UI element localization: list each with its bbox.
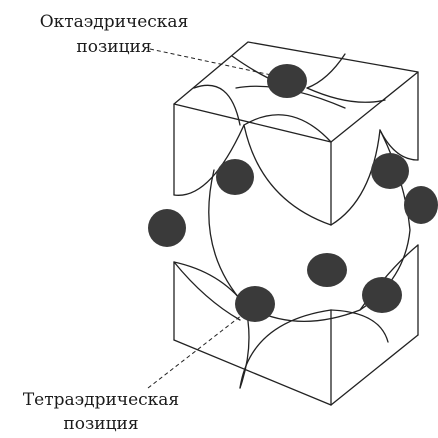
octahedral-site-atom-center [307, 253, 347, 287]
bottom-slab-base-left [173, 339, 332, 406]
top-face-arc-left [231, 55, 269, 79]
top-front-inner-curve [243, 114, 332, 143]
tetrahedral-label-line2: позиция [63, 414, 138, 433]
tetrahedral-site-atom-lower-left [235, 286, 275, 322]
tetrahedral-site-atom-upper-left [216, 159, 254, 195]
octahedral-site-atom-left [148, 209, 186, 247]
top-face-arc-left-back [193, 84, 241, 126]
top-face-arc-right-front [306, 87, 386, 103]
top-slab-left-curve [173, 124, 245, 196]
bottom-slab-inner-curve [173, 261, 241, 321]
bottom-slab-base-right [330, 334, 419, 406]
octahedral-site-atom-top [267, 64, 307, 98]
top-slab-front-curve [243, 124, 332, 226]
bottom-slab-front-arc [239, 309, 332, 389]
tetrahedral-site-atom-lower-right [362, 277, 402, 313]
octahedral-label-line1: Октаэдрическая [40, 12, 189, 32]
tetrahedral-label-line1: Тетраэдрическая [23, 390, 179, 410]
top-slab-right-curve [330, 129, 381, 226]
top-face-arc-right [306, 53, 346, 89]
tetrahedral-site-atom-upper-right [371, 153, 409, 189]
octahedral-site-atom-right [404, 186, 438, 224]
bottom-slab-right-front-arc [330, 309, 389, 343]
octahedral-label-line2: позиция [76, 37, 151, 57]
